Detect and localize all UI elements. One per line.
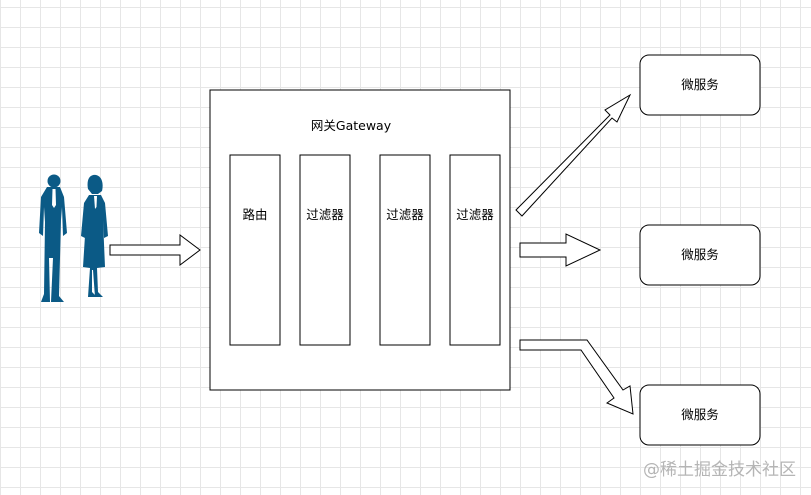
- arrow-gateway-to-service-middle: [519, 233, 602, 267]
- module-filter-2-label: 过滤器: [386, 207, 424, 222]
- module-route: 路由: [229, 154, 281, 346]
- module-filter-2-box: [379, 154, 431, 346]
- service-middle-box: [639, 224, 761, 286]
- module-filter-1-box: [299, 154, 351, 346]
- module-route-box: [229, 154, 281, 346]
- man-figure: [39, 174, 67, 302]
- service-middle: 微服务: [639, 224, 761, 286]
- service-bottom-label: 微服务: [681, 407, 719, 422]
- gateway-title: 网关Gateway: [311, 118, 392, 133]
- service-top-box: [639, 54, 761, 116]
- arrow-gateway-to-service-bottom: [519, 339, 634, 415]
- arrow-gateway-to-service-top: [515, 93, 632, 217]
- users-icon: [39, 174, 108, 302]
- module-filter-2: 过滤器: [379, 154, 431, 346]
- module-filter-3-box: [449, 154, 501, 346]
- service-bottom: 微服务: [639, 384, 761, 446]
- arrow-users-to-gateway: [109, 234, 201, 266]
- service-middle-label: 微服务: [681, 247, 719, 262]
- service-bottom-box: [639, 384, 761, 446]
- module-filter-1: 过滤器: [299, 154, 351, 346]
- service-top-label: 微服务: [681, 77, 719, 92]
- module-route-label: 路由: [242, 207, 267, 222]
- service-top: 微服务: [639, 54, 761, 116]
- watermark: @稀土掘金技术社区: [643, 460, 796, 480]
- module-filter-3: 过滤器: [449, 154, 501, 346]
- module-filter-3-label: 过滤器: [456, 207, 494, 222]
- module-filter-1-label: 过滤器: [306, 207, 344, 222]
- woman-figure: [81, 174, 108, 297]
